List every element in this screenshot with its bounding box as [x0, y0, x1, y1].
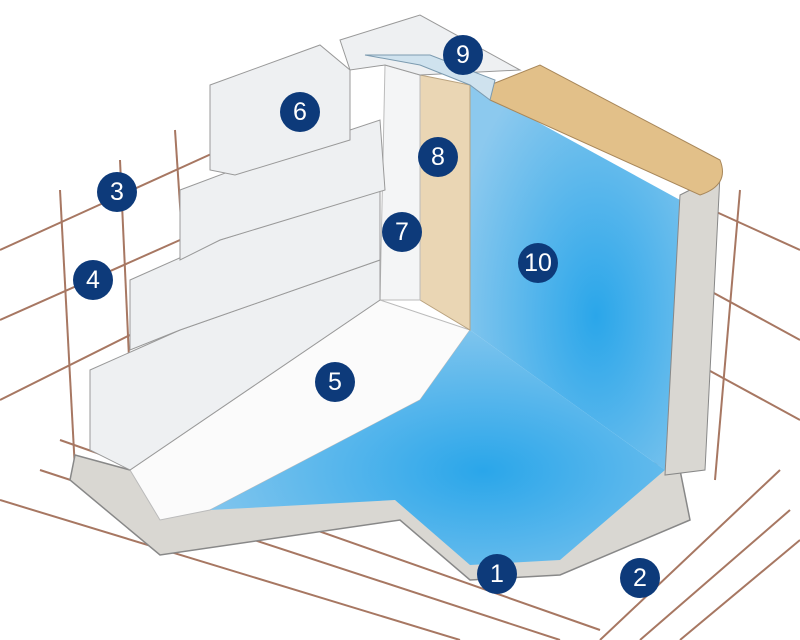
liner-wall [470, 85, 680, 470]
coping-stones [489, 64, 723, 196]
liner-floor [210, 330, 665, 565]
label-1-badge: 1 [477, 554, 517, 594]
label-2-badge: 2 [620, 558, 660, 598]
label-3-badge: 3 [97, 172, 137, 212]
label-9-badge: 9 [443, 35, 483, 75]
label-4-badge: 4 [73, 260, 113, 300]
wall-corner [379, 64, 421, 301]
label-7-badge: 7 [382, 212, 422, 252]
label-10-badge: 10 [518, 243, 558, 283]
wall-panel [419, 74, 471, 331]
label-6-badge: 6 [280, 92, 320, 132]
label-8-badge: 8 [418, 137, 458, 177]
label-5-badge: 5 [315, 362, 355, 402]
coping-edge [364, 54, 496, 101]
